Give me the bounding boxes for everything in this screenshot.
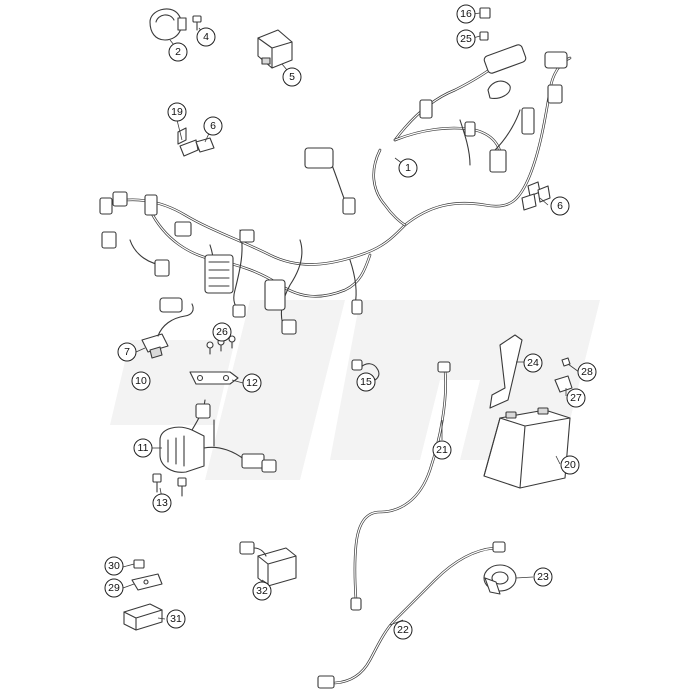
callout-30[interactable]: 30 xyxy=(104,556,124,576)
part-13-bolts[interactable] xyxy=(152,473,187,497)
part-7-sensor[interactable] xyxy=(141,297,194,359)
callout-label: 6 xyxy=(557,200,563,212)
callout-label: 16 xyxy=(460,8,472,20)
callout-label: 19 xyxy=(171,106,183,118)
callout-31[interactable]: 31 xyxy=(166,609,186,629)
callout-label: 6 xyxy=(210,120,216,132)
main-wiring-harness[interactable] xyxy=(99,44,572,335)
callout-1[interactable]: 1 xyxy=(398,158,418,178)
callout-label: 23 xyxy=(537,571,549,583)
part-30-screw[interactable] xyxy=(133,559,145,569)
part-31-module[interactable] xyxy=(123,603,163,631)
callout-label: 21 xyxy=(436,444,448,456)
callout-28[interactable]: 28 xyxy=(577,362,597,382)
callout-label: 32 xyxy=(256,585,268,597)
part-2-sensor-disc[interactable] xyxy=(149,8,187,41)
callout-7[interactable]: 7 xyxy=(117,342,137,362)
part-26-screws[interactable] xyxy=(206,335,236,355)
callout-29[interactable]: 29 xyxy=(104,578,124,598)
callout-22[interactable]: 22 xyxy=(393,620,413,640)
part-20-battery[interactable] xyxy=(483,407,571,489)
callout-label: 31 xyxy=(170,613,182,625)
callout-13[interactable]: 13 xyxy=(152,493,172,513)
callout-label: 15 xyxy=(360,376,372,388)
callout-4[interactable]: 4 xyxy=(196,27,216,47)
part-12-bracket[interactable] xyxy=(189,371,239,385)
callout-label: 30 xyxy=(108,560,120,572)
callout-label: 1 xyxy=(405,162,411,174)
callout-label: 10 xyxy=(135,375,147,387)
callout-15[interactable]: 15 xyxy=(356,372,376,392)
part-4-screw[interactable] xyxy=(192,15,202,31)
callout-6-right[interactable]: 6 xyxy=(550,196,570,216)
callout-23[interactable]: 23 xyxy=(533,567,553,587)
callout-16[interactable]: 16 xyxy=(456,4,476,24)
part-19-6-clips[interactable] xyxy=(177,127,215,157)
callout-12[interactable]: 12 xyxy=(242,373,262,393)
callout-10[interactable]: 10 xyxy=(131,371,151,391)
callout-32[interactable]: 32 xyxy=(252,581,272,601)
callout-21[interactable]: 21 xyxy=(432,440,452,460)
callout-label: 24 xyxy=(527,357,539,369)
callout-26[interactable]: 26 xyxy=(212,322,232,342)
callout-label: 12 xyxy=(246,377,258,389)
callout-25[interactable]: 25 xyxy=(456,29,476,49)
part-11-regulator[interactable] xyxy=(159,399,277,473)
part-21-cable[interactable] xyxy=(350,361,451,611)
part-28-27-fasteners[interactable] xyxy=(554,357,573,393)
part-29-bracket[interactable] xyxy=(131,573,163,591)
callout-label: 13 xyxy=(156,497,168,509)
part-6-clips[interactable] xyxy=(521,181,551,211)
callout-20[interactable]: 20 xyxy=(560,455,580,475)
part-5-relay[interactable] xyxy=(257,29,293,69)
callout-label: 27 xyxy=(570,392,582,404)
part-32-relay[interactable] xyxy=(239,541,297,587)
callout-label: 5 xyxy=(289,71,295,83)
callout-5[interactable]: 5 xyxy=(282,67,302,87)
part-23-horn[interactable] xyxy=(483,564,517,595)
callout-label: 20 xyxy=(564,459,576,471)
callout-label: 29 xyxy=(108,582,120,594)
part-16-25-fasteners[interactable] xyxy=(479,7,491,41)
callout-label: 26 xyxy=(216,326,228,338)
callout-label: 7 xyxy=(124,346,130,358)
callout-6-left[interactable]: 6 xyxy=(203,116,223,136)
callout-label: 25 xyxy=(460,33,472,45)
callout-label: 22 xyxy=(397,624,409,636)
callout-label: 28 xyxy=(581,366,593,378)
callout-label: 4 xyxy=(203,31,209,43)
callout-2[interactable]: 2 xyxy=(168,42,188,62)
part-15-cable[interactable] xyxy=(351,359,380,382)
part-24-battery-bracket[interactable] xyxy=(489,334,523,409)
callout-label: 2 xyxy=(175,46,181,58)
callout-label: 11 xyxy=(138,442,149,454)
callout-19[interactable]: 19 xyxy=(167,102,187,122)
part-22-cable[interactable] xyxy=(317,541,506,689)
callout-24[interactable]: 24 xyxy=(523,353,543,373)
callout-11[interactable]: 11 xyxy=(133,438,153,458)
callout-27[interactable]: 27 xyxy=(566,388,586,408)
